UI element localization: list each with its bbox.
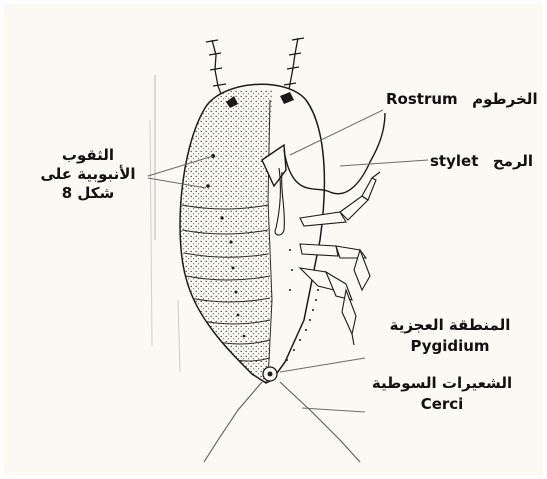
stylet-label-en: stylet (430, 152, 478, 170)
scan-line (150, 120, 152, 345)
cerci-label: الشعيرات السوطية Cerci (362, 374, 522, 414)
pygidium-label: المنطقة العجزية Pygidium (370, 316, 530, 356)
pores-label-line2: الأنبوبية على (28, 165, 148, 184)
cerci-label-en: Cerci (362, 395, 522, 414)
rostrum-label-ar: الخرطوم (472, 90, 537, 108)
rostrum-label-en: Rostrum (386, 90, 458, 108)
rostrum-label: Rostrum الخرطوم (386, 90, 538, 109)
stylet-label: stylet الرمح (430, 152, 533, 171)
pores-label: الثقوب الأنبوبية على شكل 8 (28, 146, 148, 203)
cerci (204, 382, 360, 462)
stylet-label-ar: الرمح (493, 152, 533, 170)
pygidium-label-en: Pygidium (370, 337, 530, 356)
cerci-label-ar: الشعيرات السوطية (362, 374, 522, 393)
pores-label-line3: شكل 8 (28, 184, 148, 203)
scan-line (178, 300, 180, 372)
pores-label-line1: الثقوب (28, 146, 148, 165)
pygidium-label-ar: المنطقة العجزية (370, 316, 530, 335)
stippled-dorsum (170, 90, 272, 390)
